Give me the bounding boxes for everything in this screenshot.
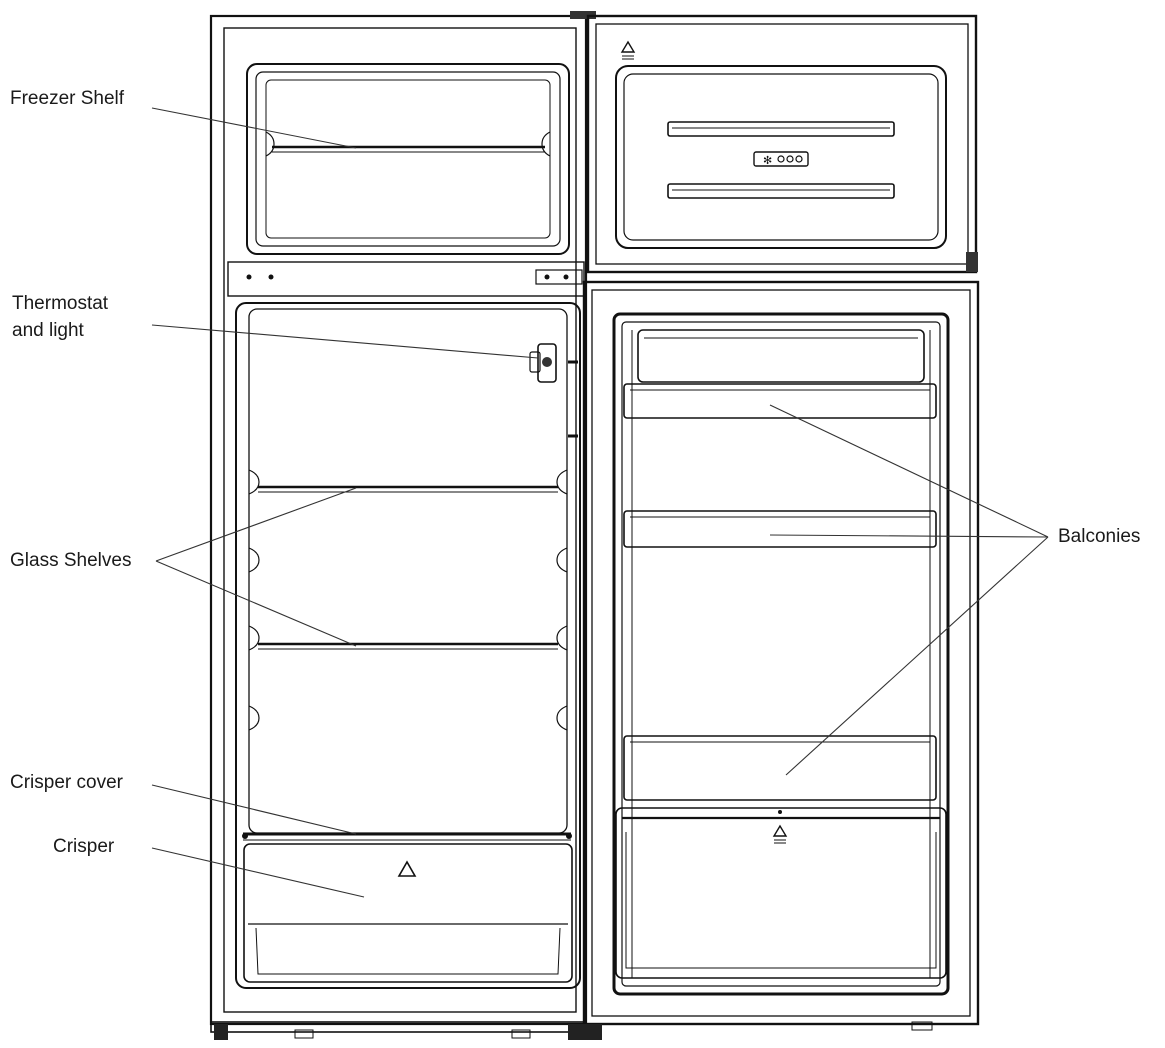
glass-shelf-lower: [258, 642, 558, 650]
thermostat-light-housing: [529, 343, 578, 438]
leader-thermostat: [151, 324, 539, 359]
label-crisper: Crisper: [53, 836, 115, 857]
freezer-compartment: [246, 63, 570, 255]
label-thermostat: Thermostat: [12, 293, 109, 314]
fridge-door: [582, 280, 980, 1040]
freezer-door: ✻: [570, 11, 978, 274]
leader-balcony-1: [769, 404, 1049, 538]
leader-lines: [151, 107, 1049, 898]
crisper-drawer: [243, 843, 573, 983]
leader-freezer-shelf: [151, 107, 357, 149]
leader-glass-shelf-upper: [155, 487, 357, 562]
freezer-door-rack-lower: [667, 183, 895, 199]
door-balcony-1: [623, 383, 937, 419]
door-bottom-bin: [615, 807, 947, 979]
freezer-rating-badge: ✻: [753, 151, 809, 167]
door-balcony-2: [623, 510, 937, 548]
fridge-compartment: [235, 302, 581, 989]
snowflake-icon: ✻: [763, 154, 772, 167]
leader-glass-shelf-lower: [155, 560, 357, 647]
recycle-icon: [397, 860, 417, 877]
label-balconies: Balconies: [1058, 526, 1140, 547]
label-thermostat-line2: and light: [12, 320, 85, 341]
freezer-shelf: [265, 131, 551, 157]
recycle-icon: [620, 40, 636, 60]
cabinet: [209, 14, 588, 1040]
label-crisper-cover: Crisper cover: [10, 772, 124, 793]
recycle-icon: [772, 824, 788, 844]
leader-balcony-2: [769, 534, 1049, 538]
labels: Freezer Shelf Thermostat and light Glass…: [10, 88, 1140, 857]
door-balcony-top: [637, 329, 925, 383]
label-freezer-shelf: Freezer Shelf: [10, 88, 125, 109]
leader-crisper-cover: [151, 784, 357, 835]
glass-shelf-upper: [258, 485, 558, 493]
leader-balcony-3: [785, 536, 1049, 776]
leader-crisper: [151, 847, 365, 898]
door-balcony-3: [623, 735, 937, 801]
crisper-cover: [242, 832, 572, 841]
label-glass-shelves: Glass Shelves: [10, 550, 131, 571]
freezer-door-rack-upper: [667, 121, 895, 137]
shelf-supports: [248, 469, 568, 731]
compartment-divider: [227, 261, 585, 297]
